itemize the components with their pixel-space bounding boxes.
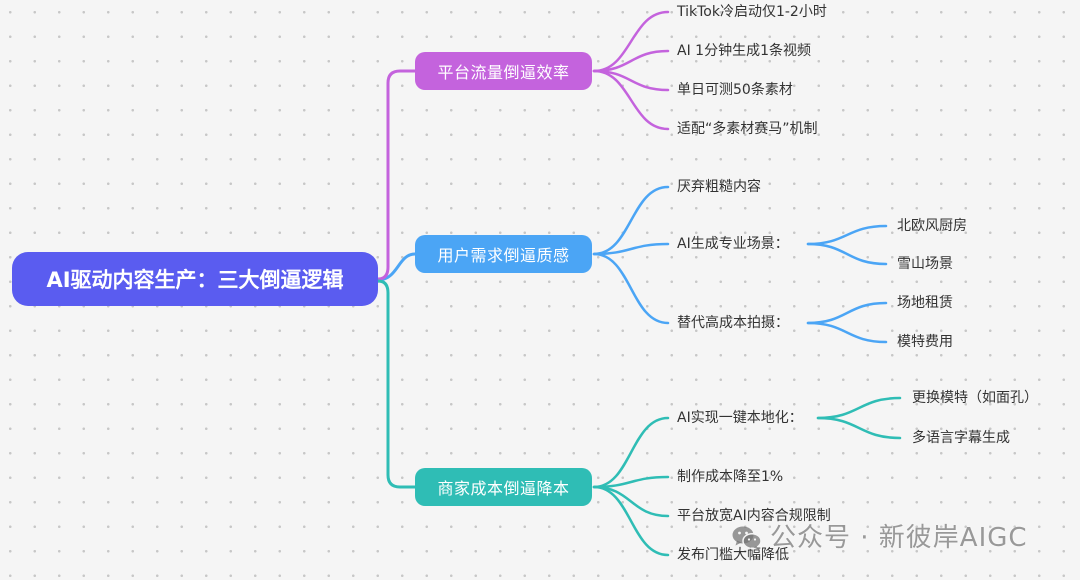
connector-subleaf-snow-mountain (806, 242, 888, 266)
leaf-ai-pro-scenes: AI生成专业场景： (677, 236, 789, 252)
leaf-reject-rough-content: 厌弃粗糙内容 (677, 179, 761, 195)
connector-leaf-horse-race (592, 69, 670, 131)
connector-leaf-pro-scenes (592, 242, 670, 256)
connector-leaf-replace-shooting (592, 252, 670, 325)
connector-leaf-threshold (592, 485, 670, 557)
connector-leaf-compliance (592, 485, 670, 518)
branch-node-user-demand: 用户需求倒逼质感 (415, 235, 592, 273)
subleaf-venue-rent: 场地租赁 (897, 295, 953, 311)
subleaf-model-fee: 模特费用 (897, 334, 953, 350)
watermark: 公众号 · 新彼岸AIGC (732, 523, 1028, 553)
leaf-cost-reduced: 制作成本降至1% (677, 469, 784, 485)
connector-subleaf-venue-rent (806, 301, 888, 325)
leaf-tiktok-cold-start: TikTok冷启动仅1-2小时 (677, 4, 827, 20)
leaf-publish-threshold-lowered: 发布门槛大幅降低 (677, 547, 789, 563)
root-node: AI驱动内容生产：三大倒逼逻辑 (12, 252, 378, 306)
connector-subleaf-subtitles (816, 416, 902, 440)
connector-leaf-tiktok (592, 10, 670, 73)
connector-root-to-platform-traffic (376, 69, 417, 281)
connector-leaf-rough-content (592, 185, 670, 256)
connector-subleaf-model-fee (806, 321, 888, 344)
connector-leaf-localization (592, 416, 670, 489)
branch-node-platform-traffic: 平台流量倒逼效率 (415, 52, 592, 90)
subleaf-snow-mountain: 雪山场景 (897, 256, 953, 272)
watermark-text: 公众号 · 新彼岸AIGC (770, 523, 1028, 553)
subleaf-multilingual-subtitles: 多语言字幕生成 (912, 430, 1010, 446)
subleaf-swap-model: 更换模特（如面孔） (912, 390, 1038, 406)
branch-node-merchant-cost: 商家成本倒逼降本 (415, 468, 592, 506)
leaf-horse-race-mechanism: 适配“多素材赛马”机制 (677, 121, 818, 137)
connector-subleaf-nordic-kitchen (806, 224, 888, 246)
leaf-replace-costly-shooting: 替代高成本拍摄： (677, 315, 789, 331)
leaf-ai-video-generation: AI 1分钟生成1条视频 (677, 43, 811, 59)
leaf-daily-material-test: 单日可测50条素材 (677, 82, 793, 98)
connector-leaf-cost-down (592, 475, 670, 489)
leaf-compliance-relaxed: 平台放宽AI内容合规限制 (677, 508, 831, 524)
connector-subleaf-swap-model (816, 396, 902, 420)
wechat-icon (732, 526, 762, 550)
subleaf-nordic-kitchen: 北欧风厨房 (897, 218, 967, 234)
leaf-one-click-localization: AI实现一键本地化： (677, 410, 803, 426)
connector-root-to-merchant-cost (376, 279, 417, 489)
